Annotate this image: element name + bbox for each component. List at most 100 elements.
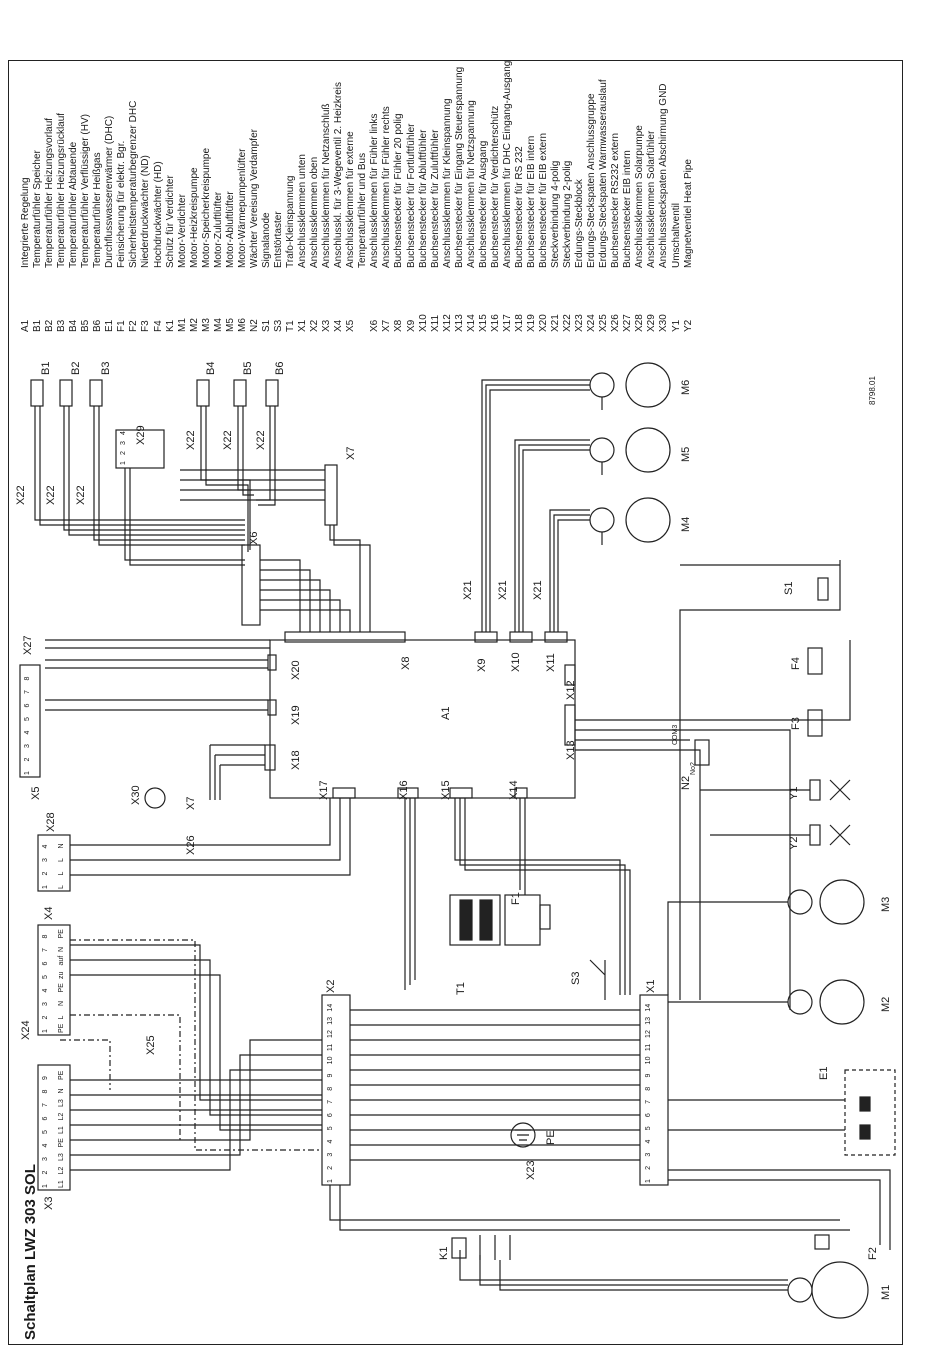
terminal-label: 2	[645, 1165, 652, 1170]
label-e1: E1	[818, 1066, 830, 1080]
legend-text: Temperaturfühler Heizungsvorlauf	[44, 117, 56, 268]
terminal-label: 13	[327, 1016, 334, 1025]
legend-item: X16Buchsenstecker für Verdichterschütz	[490, 61, 502, 332]
label-b4: B4	[205, 361, 217, 375]
legend-code: B1	[32, 319, 44, 332]
legend-item: X2Anschlussklemmen oben	[309, 61, 321, 332]
legend-item: F4Hochdruckwächter (HD)	[153, 61, 165, 332]
terminal-label: 1	[120, 461, 127, 465]
label-f1: F1	[510, 892, 522, 905]
label-x24: X24	[20, 1020, 32, 1040]
label-x22-6: X22	[255, 430, 267, 450]
terminal-label: 7	[42, 1103, 49, 1107]
legend-text: Buchsenstecker RS232 extern	[610, 132, 622, 268]
legend-code: S1	[260, 319, 272, 332]
terminal-label: 2	[24, 757, 31, 762]
label-x16: X16	[398, 780, 410, 800]
legend-code: X6	[369, 319, 381, 332]
connector-x11	[544, 631, 568, 643]
terminal-label: N	[58, 1088, 65, 1094]
label-m2: M2	[880, 996, 892, 1012]
terminal-label: L1	[58, 1126, 65, 1134]
legend-text: Anschlussklemmen oben	[309, 156, 321, 268]
legend-text: Anschlussklemmen für Kleinspannung	[441, 98, 453, 268]
label-m5: M5	[680, 446, 692, 462]
legend-code: X16	[489, 314, 501, 332]
terminal-label: 12	[645, 1030, 652, 1038]
legend-item: X14Anschlussklemmen für Netzspannung	[466, 61, 478, 332]
x29-terminal-numbers: 1234	[120, 425, 127, 465]
legend-text: Anschlussklemmen Solarpumpe	[634, 125, 646, 268]
label-x26: X26	[185, 835, 197, 855]
label-x2: X2	[325, 979, 337, 993]
legend-text: Erdungs-Steckspaten Anschlussgruppe	[586, 93, 598, 268]
label-x7: X7	[345, 446, 357, 460]
document-id: 8798.01	[868, 376, 877, 405]
terminal-label: L1	[58, 1180, 65, 1188]
label-x3: X3	[43, 1196, 55, 1210]
label-m1: M1	[880, 1284, 892, 1300]
terminal-label: 2	[42, 871, 49, 876]
legend-item: X29Anschlussklemmen Solarfühler	[646, 61, 658, 332]
legend-code: X22	[562, 314, 574, 332]
legend-code: X24	[586, 314, 598, 332]
legend-item: X15Buchsenstecker für Ausgang	[478, 61, 490, 332]
x4-terminal-subs: PELNPEzuaufNPE	[58, 925, 65, 1033]
terminal-label: 8	[645, 1086, 652, 1091]
terminal-label: 8	[42, 1089, 49, 1094]
label-com3: COM3	[672, 724, 679, 745]
terminal-block-x3	[37, 1064, 71, 1191]
legend-item: X8Buchsenstecker für Fühler 20 polig	[393, 61, 405, 332]
terminal-block-x4	[37, 924, 71, 1036]
terminal-label: N	[58, 1000, 65, 1006]
terminal-label: 2	[42, 1170, 49, 1175]
legend-code: M5	[224, 318, 236, 332]
connector-x17	[332, 787, 356, 799]
legend-text: Temperaturfühler Abtauende	[68, 141, 80, 268]
legend-item: Y2Magnetventiel Heat Pipe	[683, 61, 695, 332]
x28-terminal-subs: LLLN	[58, 835, 65, 889]
legend-code: B4	[68, 319, 80, 332]
label-x14: X14	[508, 780, 520, 800]
terminal-label: L	[58, 858, 65, 862]
legend-item: X30Anschlusssteckspaten Abschirmung GND	[658, 61, 670, 332]
label-s3: S3	[570, 971, 582, 985]
legend-item: S3Entstörtaster	[273, 61, 285, 332]
legend-code: X27	[622, 314, 634, 332]
legend-text: Temperaturfühler Verflüssiger (HV)	[80, 114, 92, 268]
terminal-label: L	[58, 885, 65, 889]
legend-item: X5Anschlussklemmen für externe	[345, 61, 357, 332]
label-x22-1: X22	[15, 485, 27, 505]
legend-item: B6Temperaturfühler Heißgas	[92, 61, 104, 332]
terminal-label: 8	[327, 1086, 334, 1091]
legend-item: A1Integrierte Regelung	[20, 61, 32, 332]
legend-code: N2	[248, 319, 260, 332]
legend-text: Temperaturfühler und Bus	[357, 152, 369, 268]
terminal-label: 3	[24, 744, 31, 748]
legend-code: X21	[550, 314, 562, 332]
label-x22-2: X22	[45, 485, 57, 505]
connector-x18	[264, 744, 276, 771]
label-f2: F2	[867, 1247, 879, 1260]
legend-code: X7	[381, 319, 393, 332]
terminal-block-x7	[324, 464, 338, 526]
legend-item: B2Temperaturfühler Heizungsvorlauf	[44, 61, 56, 332]
legend-code: F1	[116, 320, 128, 332]
legend-item: S1Signalanode	[261, 61, 273, 332]
label-x6: X6	[248, 531, 260, 545]
terminal-block-x2	[321, 994, 351, 1186]
legend-code: X23	[574, 314, 586, 332]
label-b3: B3	[100, 361, 112, 375]
legend-item: X24 Erdungs-Steckspaten Anschlussgruppe	[586, 61, 598, 332]
label-x21-1: X21	[462, 580, 474, 600]
legend-text: Niederdruckwächter (ND)	[140, 155, 152, 268]
legend-item: X1Anschlussklemmen unten	[297, 61, 309, 332]
legend-code: X1	[297, 319, 309, 332]
terminal-label: 6	[24, 703, 31, 708]
legend-text: Feinsicherung für elektr. Bgr.	[116, 140, 128, 268]
legend-code: B6	[92, 319, 104, 332]
legend-text: Motor-Zuluftlüfter	[212, 191, 224, 268]
legend-code: X18	[513, 314, 525, 332]
legend-item: B5Temperaturfühler Verflüssiger (HV)	[80, 61, 92, 332]
